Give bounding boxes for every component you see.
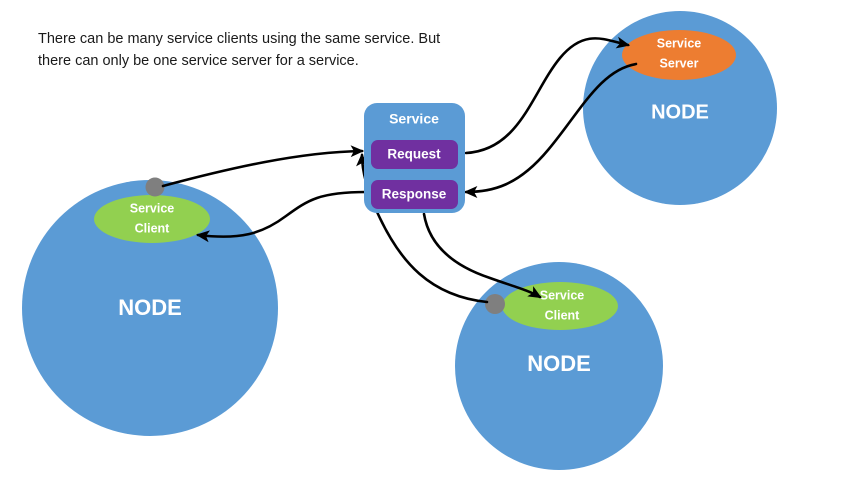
service-server-label-line2: Server: [660, 56, 699, 70]
service-client-label-line2: Client: [135, 221, 171, 235]
connector-request-to-server[interactable]: [464, 36, 631, 155]
service-client-ellipse[interactable]: [94, 195, 210, 243]
connector-response-to-bottom-client[interactable]: [422, 212, 542, 299]
connectors-group: [161, 36, 638, 304]
connector-left-client-to-request[interactable]: [161, 145, 365, 188]
connector-bottom-client-to-request[interactable]: [356, 152, 489, 304]
service-server-label-line1: Service: [657, 36, 702, 50]
connector-dot-icon[interactable]: [145, 177, 165, 197]
service-server-ellipse[interactable]: [622, 30, 736, 80]
node-circle: [22, 180, 278, 436]
request-operation-box[interactable]: [371, 140, 458, 169]
request-operation-label: Request: [387, 147, 441, 162]
caption-text: There can be many service clients using …: [38, 31, 441, 70]
response-operation-box[interactable]: [371, 180, 458, 209]
node-service-client-left[interactable]: NODE Service Client: [22, 177, 278, 437]
service-client-label-line1: Service: [130, 201, 175, 215]
node-service-server[interactable]: NODE Service Server: [583, 11, 777, 205]
node-label: NODE: [527, 351, 591, 376]
service-box-title: Service: [389, 111, 439, 127]
service-client-label-line1: Service: [540, 288, 585, 302]
connector-server-to-response[interactable]: [463, 62, 638, 198]
connector-response-to-left-client[interactable]: [195, 190, 368, 243]
node-service-client-bottom[interactable]: NODE Service Client: [455, 262, 663, 470]
connector-dot-icon[interactable]: [485, 294, 505, 314]
service-box[interactable]: Service Request Response: [364, 103, 465, 213]
service-client-label-line2: Client: [545, 308, 581, 322]
response-operation-label: Response: [382, 187, 447, 202]
node-label: NODE: [118, 295, 182, 320]
node-label: NODE: [651, 101, 709, 123]
